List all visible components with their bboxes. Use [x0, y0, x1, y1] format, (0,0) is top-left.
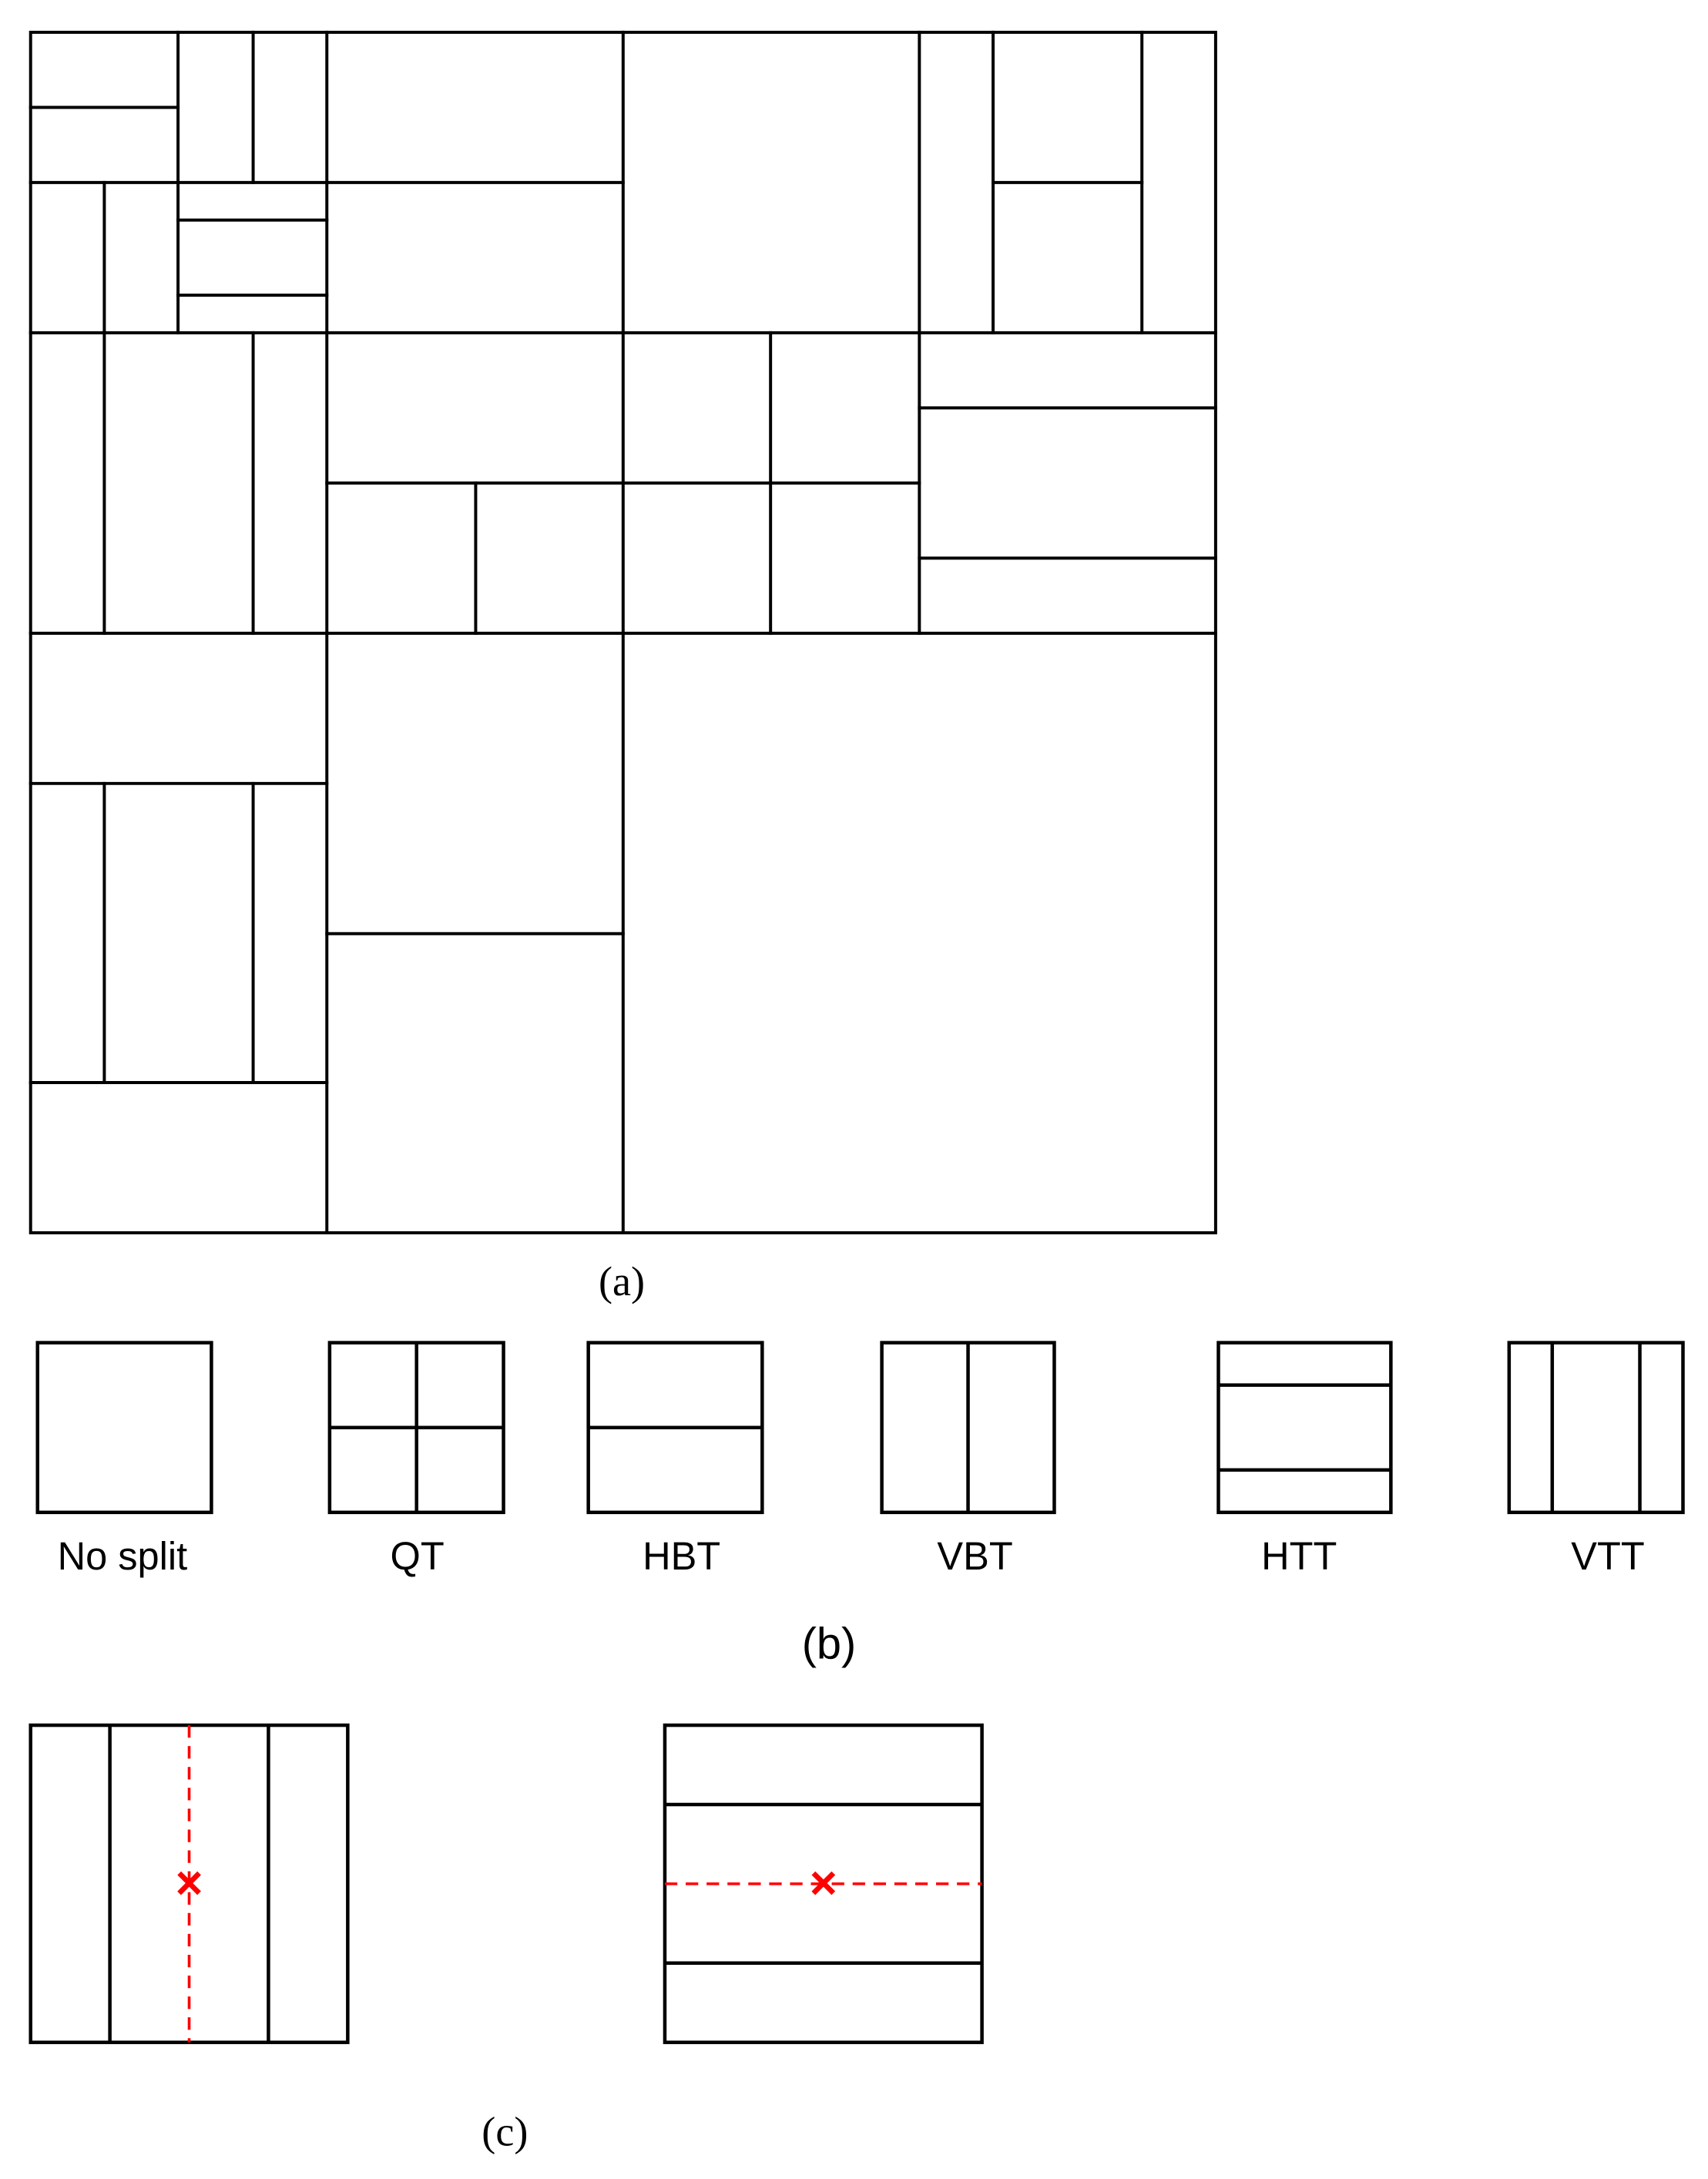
label-qt: QT	[391, 1534, 445, 1578]
label-no-split: No split	[58, 1534, 188, 1578]
split-labels: No split QT HBT VBT HTT VTT	[58, 1534, 1645, 1578]
split-vbt	[880, 1341, 1056, 1515]
center-cross-marker: ×	[810, 1857, 837, 1910]
split-qt	[327, 1341, 505, 1515]
label-vtt: VTT	[1571, 1534, 1644, 1578]
panel-a-partition-diagram	[29, 30, 1217, 1234]
split-no-split	[35, 1341, 213, 1515]
top-right-quadrant	[621, 30, 1217, 635]
panel-c-caption: (c)	[482, 2108, 528, 2154]
split-vtt	[1507, 1341, 1685, 1515]
top-left-quadrant	[29, 30, 625, 635]
label-hbt: HBT	[643, 1534, 720, 1578]
label-vbt: VBT	[937, 1534, 1012, 1578]
bottom-left-quadrant	[29, 631, 625, 1234]
panel-b-caption: (b)	[802, 1619, 857, 1668]
panel-a-caption: (a)	[599, 1258, 645, 1304]
panel-b-split-types	[35, 1341, 1685, 1515]
panel-c-horizontal-tt: ×	[663, 1723, 984, 2044]
panel-c-vertical-tt: ×	[29, 1723, 350, 2044]
split-hbt	[586, 1341, 764, 1515]
split-htt	[1216, 1341, 1393, 1515]
center-cross-marker: ×	[176, 1857, 203, 1910]
label-htt: HTT	[1261, 1534, 1337, 1578]
